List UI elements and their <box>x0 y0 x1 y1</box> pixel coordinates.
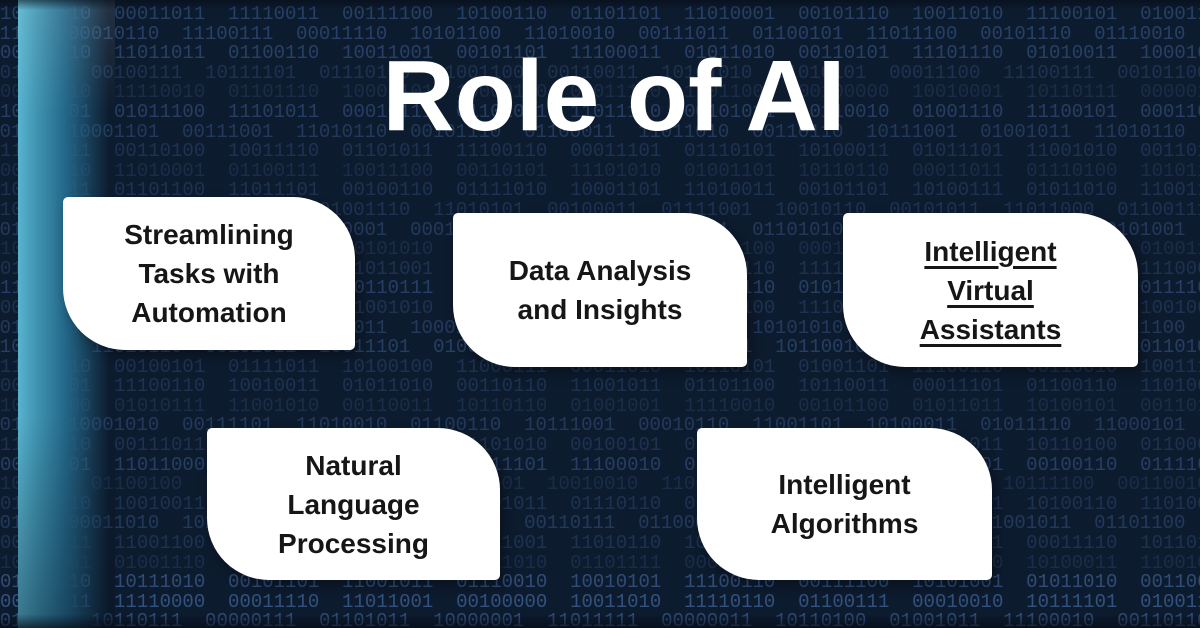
card-intelligent-algorithms: Intelligent Algorithms <box>697 428 992 580</box>
card-text: Data Analysis and Insights <box>509 251 692 329</box>
card-text-line: Intelligent <box>924 235 1057 267</box>
card-text-line: Virtual <box>947 274 1034 306</box>
card-text-line: Intelligent <box>778 469 911 500</box>
card-text-line: Automation <box>131 297 287 328</box>
card-text-line: Algorithms <box>770 508 919 539</box>
card-intelligent-virtual-assistants: Intelligent Virtual Assistants <box>843 213 1138 367</box>
card-text-line: Processing <box>278 527 429 559</box>
card-text-line: Language <box>287 488 420 520</box>
page-title: Role of AI <box>382 40 846 152</box>
card-natural-language-processing: Natural Language Processing <box>207 428 500 580</box>
card-text-line: Data Analysis <box>508 255 692 286</box>
card-text: Intelligent Virtual Assistants <box>920 232 1062 349</box>
card-text-line: and Insights <box>517 294 683 325</box>
card-streamlining-tasks-with-automation: Streamlining Tasks with Automation <box>63 197 355 350</box>
card-text-line: Streamlining <box>124 219 294 250</box>
card-text: Intelligent Algorithms <box>771 465 919 543</box>
card-data-analysis-and-insights: Data Analysis and Insights <box>453 213 747 367</box>
card-text-line: Tasks with <box>138 258 280 289</box>
card-text: Natural Language Processing <box>278 446 429 563</box>
card-text: Streamlining Tasks with Automation <box>124 215 294 332</box>
card-text-line: Assistants <box>919 313 1062 345</box>
card-text-line: Natural <box>305 449 402 481</box>
